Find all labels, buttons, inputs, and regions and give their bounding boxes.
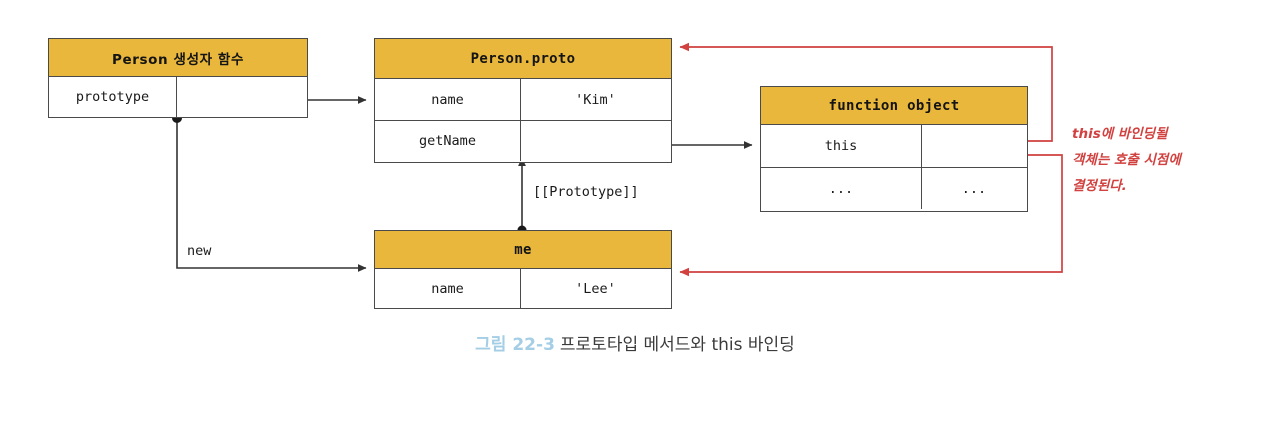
edge-label-prototype-link: [[Prototype]] xyxy=(533,184,639,200)
edge-label-new-operator: new xyxy=(187,243,212,259)
edge-prototype-chain xyxy=(517,157,527,235)
figure-caption-text: 프로토타입 메서드와 this 바인딩 xyxy=(559,335,795,355)
box-me-object-header: me xyxy=(375,231,671,269)
table-row: getName xyxy=(375,120,671,161)
cell-key-name: name xyxy=(375,79,521,120)
cell-value-getname xyxy=(521,121,670,161)
box-function-object[interactable]: function object this ... ... xyxy=(760,86,1028,212)
cell-value-prototype xyxy=(177,77,307,117)
table-row: name 'Kim' xyxy=(375,79,671,120)
cell-value-ellipsis: ... xyxy=(961,180,987,197)
annotation-this-binding: this에 바인딩될 객체는 호출 시점에 결정된다. xyxy=(1072,121,1181,199)
box-person-constructor[interactable]: Person 생성자 함수 prototype xyxy=(48,38,308,118)
cell-key-getname: getName xyxy=(375,121,521,161)
table-row: this xyxy=(761,125,1027,167)
box-person-constructor-header: Person 생성자 함수 xyxy=(49,39,307,77)
cell-key-prototype: prototype xyxy=(49,77,177,117)
cell-value-this xyxy=(922,125,1026,167)
cell-value-name: 'Kim' xyxy=(575,91,616,108)
box-person-prototype-header: Person.proto xyxy=(375,39,671,79)
table-row: prototype xyxy=(49,77,307,117)
cell-key-ellipsis: ... xyxy=(761,168,922,209)
cell-key-this: this xyxy=(761,125,922,167)
annotation-line-1: this에 바인딩될 xyxy=(1072,126,1168,142)
table-row: name 'Lee' xyxy=(375,269,671,308)
table-row: ... ... xyxy=(761,167,1027,209)
cell-key-me-name: name xyxy=(375,269,521,308)
box-me-object[interactable]: me name 'Lee' xyxy=(374,230,672,309)
figure-number: 그림 22-3 xyxy=(475,335,555,355)
annotation-line-3: 결정된다. xyxy=(1072,178,1127,194)
annotation-line-2: 객체는 호출 시점에 xyxy=(1072,152,1181,168)
cell-value-me-name: 'Lee' xyxy=(575,280,616,297)
box-function-object-header: function object xyxy=(761,87,1027,125)
box-person-prototype[interactable]: Person.proto name 'Kim' getName xyxy=(374,38,672,163)
